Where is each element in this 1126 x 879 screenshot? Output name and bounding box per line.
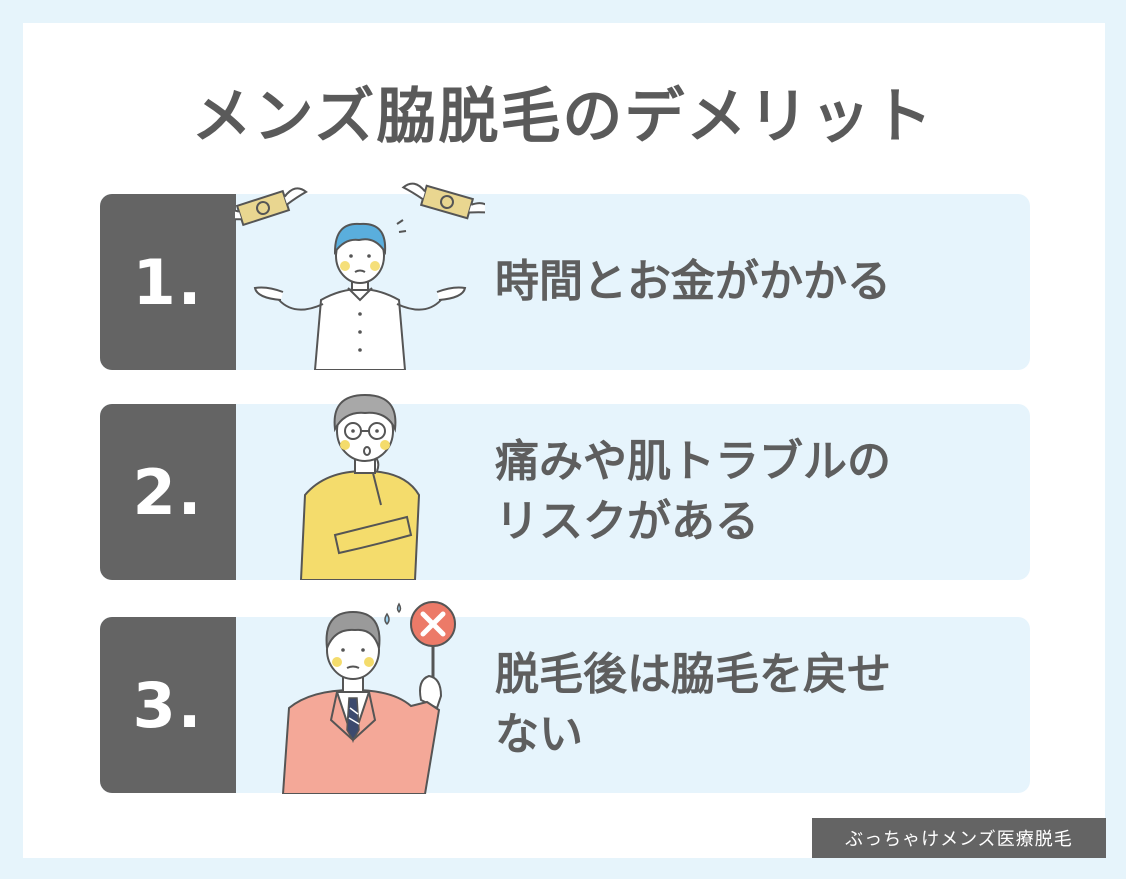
item-text-2: 痛みや肌トラブルの リスクがある xyxy=(495,404,1000,580)
list-item-2: 2. 痛みや肌トラブルの リスクがある xyxy=(100,404,1030,580)
item-number-1: 1. xyxy=(100,194,236,370)
item-3-line-1: 脱毛後は脇毛を戻せ xyxy=(495,649,891,700)
page-title: メンズ脇脱毛のデメリット xyxy=(191,82,935,152)
item-2-line-1: 痛みや肌トラブルの xyxy=(495,436,891,487)
item-number-3: 3. xyxy=(100,617,236,793)
man-thinking-worried-icon xyxy=(299,393,421,580)
list-item-1: 1. 時間とお金がかかる xyxy=(100,194,1030,370)
item-text-3: 脱毛後は脇毛を戻せ ない xyxy=(495,617,1000,793)
item-number-2: 2. xyxy=(100,404,236,580)
credit-label: ぶっちゃけメンズ医療脱毛 xyxy=(812,818,1106,858)
list-item-3: 3. 脱毛後は脇毛を戻せ ない xyxy=(100,617,1030,793)
item-1-line-1: 時間とお金がかかる xyxy=(495,256,891,307)
item-text-1: 時間とお金がかかる xyxy=(495,194,1000,370)
man-holding-x-sign-icon xyxy=(281,601,456,794)
man-shrugging-money-flying-icon xyxy=(235,182,485,370)
item-2-line-2: リスクがある xyxy=(495,496,759,547)
item-3-line-2: ない xyxy=(495,709,583,760)
